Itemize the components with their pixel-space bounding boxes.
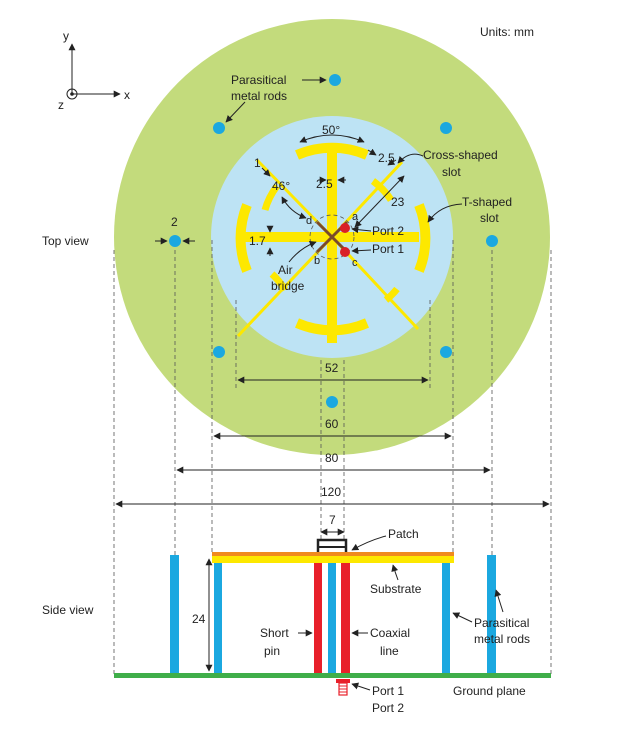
substrate-label: Substrate (370, 582, 422, 596)
connector-icon (336, 679, 350, 696)
axes-icon (66, 43, 121, 100)
axis-x-label: x (124, 88, 130, 102)
side-port1-label: Port 1 (372, 684, 404, 698)
t-slot-label-1: T-shaped (462, 195, 512, 209)
short-pin-label-1: Short (260, 626, 289, 640)
port1-dot (340, 247, 350, 257)
axis-z-label: z (58, 98, 64, 112)
parasitical-top-label-2: metal rods (231, 89, 287, 103)
dim-23: 23 (391, 195, 405, 209)
patch-label: Patch (388, 527, 419, 541)
dim-2: 2 (171, 215, 178, 229)
ground-plane-side (114, 673, 551, 678)
t-slot-label-2: slot (480, 211, 499, 225)
dim-24: 24 (192, 612, 206, 626)
t-shaped-slot (235, 142, 431, 336)
port2-label: Port 2 (372, 224, 404, 238)
cross-slot-label-1: Cross-shaped (423, 148, 498, 162)
cross-slot-label-2: slot (442, 165, 461, 179)
ground-plane-label: Ground plane (453, 684, 526, 698)
angle-46: 46° (272, 179, 290, 193)
coaxial-label-1: Coaxial (370, 626, 410, 640)
short-pin-label-2: pin (264, 644, 280, 658)
side-port2-label: Port 2 (372, 701, 404, 715)
dim-52: 52 (325, 361, 339, 375)
top-view-label: Top view (42, 234, 89, 248)
side-view-label: Side view (42, 603, 94, 617)
coaxial-label-2: line (380, 644, 399, 658)
parasitic-rods-top (169, 74, 498, 408)
patch-side (212, 552, 454, 556)
point-c: c (352, 257, 358, 269)
units-label: Units: mm (480, 25, 534, 39)
dim-120: 120 (321, 485, 341, 499)
dim-60: 60 (325, 417, 339, 431)
axis-y-label: y (63, 29, 69, 43)
parasitical-side-label-2: metal rods (474, 632, 530, 646)
air-bridge-label-2: bridge (271, 279, 305, 293)
air-bridge-label-1: Air (278, 263, 293, 277)
dim-1-7: 1.7 (249, 234, 266, 248)
dim-7: 7 (329, 513, 336, 527)
parasitic-rods-side (170, 555, 496, 673)
point-d: d (306, 215, 312, 227)
point-a: a (352, 211, 359, 223)
point-b: b (314, 255, 320, 267)
substrate-side (212, 556, 454, 563)
port2-dot (340, 223, 350, 233)
feed-probes-side (314, 563, 350, 673)
dim-1: 1 (254, 156, 261, 170)
angle-50: 50° (322, 123, 340, 137)
port1-label: Port 1 (372, 242, 404, 256)
dim-2-5-top: 2.5 (378, 151, 395, 165)
parasitical-side-label-1: Parasitical (474, 616, 529, 630)
feed-circle (309, 214, 355, 260)
dim-2-5-center: 2.5 (316, 177, 333, 191)
projection-lines (113, 240, 552, 675)
parasitical-top-label-1: Parasitical (231, 73, 286, 87)
dim-80: 80 (325, 451, 339, 465)
